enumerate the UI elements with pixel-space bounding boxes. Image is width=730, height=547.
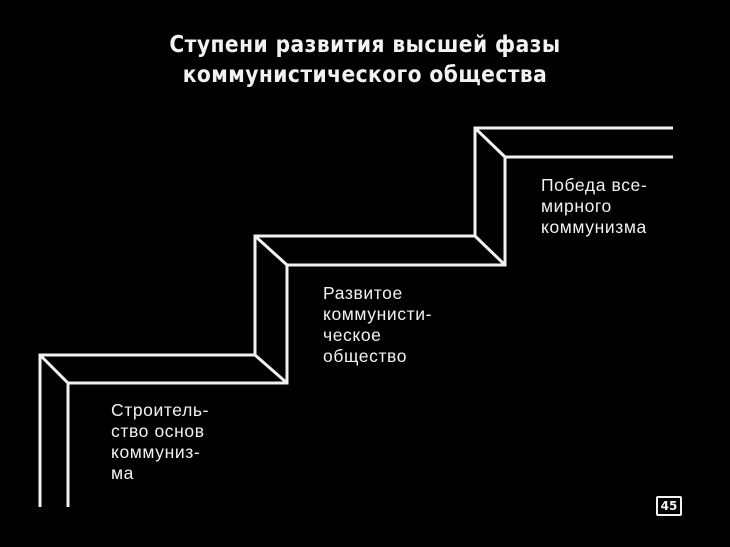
slide-title: Ступени развития высшей фазы коммунистич…	[44, 30, 686, 90]
step-3-label: Победа все- мирного коммунизма	[541, 175, 647, 238]
title-line-2: коммунистического общества	[182, 62, 548, 88]
step-2-line: Развитое	[323, 283, 403, 303]
depth-edge	[38, 353, 70, 385]
step-2-line: ческое	[323, 325, 382, 345]
frame-number-badge: 45	[656, 496, 682, 516]
step-1-label: Строитель- ство основ коммуниз- ма	[111, 400, 209, 484]
step-2-line: коммунисти-	[323, 304, 433, 324]
step-3-line: коммунизма	[541, 217, 647, 237]
depth-edge	[253, 234, 289, 267]
step-1-line: ство основ	[111, 421, 205, 441]
step-2-line: общество	[323, 346, 408, 366]
step-1-line: коммуниз-	[111, 442, 201, 462]
depth-edge	[473, 234, 507, 267]
depth-edge	[254, 353, 288, 385]
depth-edge	[473, 126, 507, 159]
step-3-line: мирного	[541, 196, 612, 216]
step-1-line: Строитель-	[111, 400, 210, 420]
title-line-1: Ступени развития высшей фазы	[169, 32, 561, 58]
step-3-line: Победа все-	[541, 175, 648, 195]
step-2-label: Развитое коммунисти- ческое общество	[323, 283, 432, 367]
step-1-line: ма	[111, 463, 134, 483]
